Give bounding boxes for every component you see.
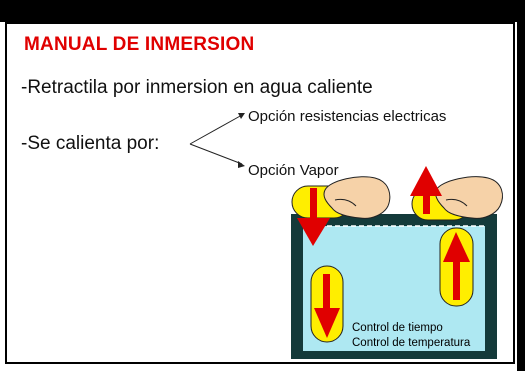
- arrow-shaft: [310, 188, 317, 222]
- arrow-shaft: [323, 274, 330, 314]
- down-pill-in-tank: [310, 265, 344, 343]
- hand-icon: [323, 176, 391, 219]
- statement-retractable: -Retractila por inmersion en agua calien…: [21, 77, 373, 98]
- control-temperature-label: Control de temperatura: [352, 337, 471, 349]
- slide-title: MANUAL DE INMERSION: [24, 34, 255, 55]
- up-arrow-icon: [443, 232, 470, 262]
- up-arrow-icon: [410, 166, 442, 196]
- down-arrow-icon: [297, 218, 330, 246]
- connector-option1: [189, 114, 243, 145]
- statement-heating: -Se calienta por:: [21, 133, 160, 154]
- right-border: [517, 0, 525, 371]
- arrow-shaft: [453, 258, 460, 300]
- hand-pressing-down: [291, 176, 391, 246]
- finger-line: [334, 199, 357, 207]
- up-pill-in-tank: [439, 227, 474, 307]
- connector-arrowhead-2: [238, 161, 245, 168]
- option-steam: Opción Vapor: [248, 162, 339, 179]
- control-time-label: Control de tiempo: [352, 322, 443, 334]
- option-connectors: [189, 114, 243, 165]
- option-electric-resistance: Opción resistencias electricas: [248, 108, 447, 125]
- down-arrow-icon: [314, 308, 340, 338]
- top-border: [0, 0, 525, 22]
- arrow-shaft: [423, 192, 430, 214]
- hand-icon: [435, 176, 503, 219]
- hand-pulling-up: [410, 166, 503, 221]
- finger-line: [445, 199, 468, 207]
- connector-arrowhead-1: [238, 113, 245, 119]
- connector-option2: [189, 143, 243, 165]
